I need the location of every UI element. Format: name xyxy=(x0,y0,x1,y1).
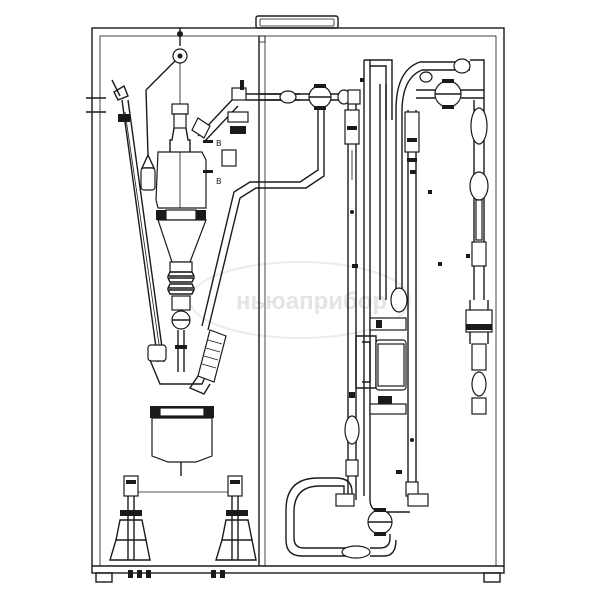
valve-label-b-lower: B xyxy=(216,177,222,186)
watermark-text: ньюаприбор xyxy=(236,288,387,315)
small-markers xyxy=(352,78,442,474)
vertical-tube-c xyxy=(395,61,470,500)
cabinet-feet xyxy=(95,572,501,583)
left-top-fitting xyxy=(227,80,300,134)
vertical-tube-a xyxy=(344,104,360,500)
wall-marks xyxy=(86,97,106,113)
middle-manifold xyxy=(355,287,408,415)
slanted-probe xyxy=(111,79,167,363)
bottom-fittings xyxy=(128,570,225,578)
watermark: ньюаприбор xyxy=(189,261,411,339)
top-manifold xyxy=(260,84,361,110)
slanted-bellows-tube xyxy=(188,99,325,395)
bellows-coupling xyxy=(166,261,196,372)
right-gauge-column xyxy=(465,59,493,415)
upper-right-valve xyxy=(416,58,484,109)
vertical-tube-b xyxy=(363,59,393,496)
valve-label-b-upper: B xyxy=(216,139,222,148)
top-flask xyxy=(155,103,207,263)
hanger-hook xyxy=(140,28,188,191)
cabinet-handle xyxy=(255,15,339,29)
valve-label-group: B B xyxy=(203,139,237,186)
lower-vessel xyxy=(149,359,214,476)
lower-loop xyxy=(285,477,429,559)
lower-rails xyxy=(109,475,257,561)
